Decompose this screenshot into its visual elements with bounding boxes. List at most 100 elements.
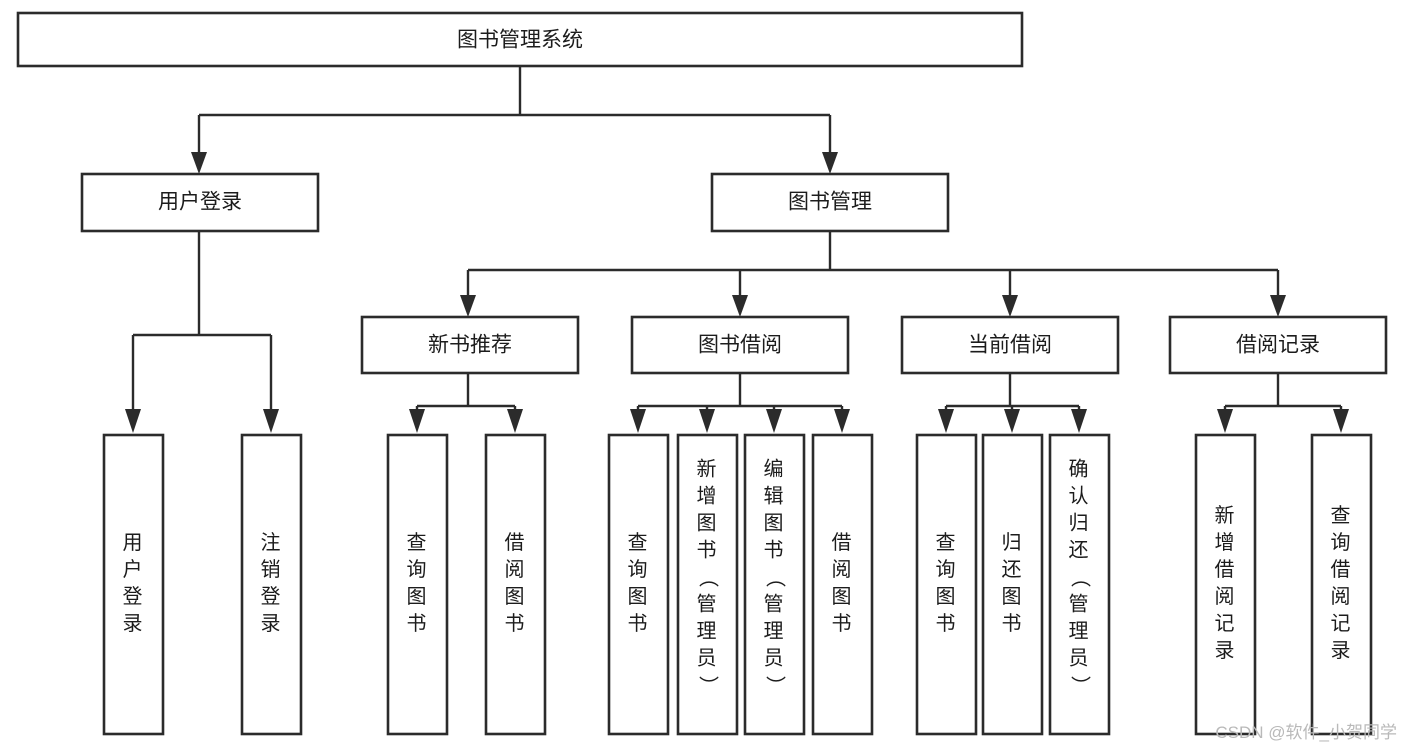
- svg-text:归: 归: [1069, 511, 1090, 534]
- svg-text:书: 书: [628, 612, 649, 635]
- arrow-head-leaf-query-record: [1333, 409, 1349, 433]
- node-borrow-record[interactable]: 借阅记录: [1168, 315, 1388, 375]
- svg-text:确: 确: [1069, 457, 1090, 480]
- svg-text:理: 理: [1069, 620, 1090, 642]
- node-leaf-user-login-box[interactable]: [102, 433, 165, 736]
- svg-text:书: 书: [832, 612, 853, 635]
- svg-text:图: 图: [407, 586, 428, 608]
- node-leaf-borrow-book-2-box[interactable]: [811, 433, 874, 736]
- svg-text:还: 还: [1002, 558, 1023, 581]
- svg-text:登: 登: [123, 585, 144, 608]
- node-leaf-query-book-1-box[interactable]: [386, 433, 449, 736]
- svg-text:录: 录: [1215, 640, 1236, 662]
- node-root[interactable]: 图书管理系统: [16, 11, 1024, 68]
- svg-text:管: 管: [1069, 592, 1090, 615]
- svg-text:归: 归: [1002, 531, 1023, 554]
- arrow-head-book-manage: [822, 152, 838, 174]
- node-leaf-edit-book-box[interactable]: [743, 433, 806, 736]
- node-book-manage-label: 图书管理: [788, 191, 872, 214]
- node-leaf-query-book-2-box[interactable]: [607, 433, 670, 736]
- node-book-manage[interactable]: 图书管理: [710, 172, 950, 233]
- svg-text:销: 销: [261, 558, 282, 581]
- svg-text:询: 询: [936, 558, 957, 581]
- svg-text:借: 借: [505, 531, 526, 554]
- node-new-book-recommend-box[interactable]: [360, 315, 580, 375]
- node-leaf-add-record-box[interactable]: [1194, 433, 1257, 736]
- node-book-manage-box[interactable]: [710, 172, 950, 233]
- node-current-borrow-box[interactable]: [900, 315, 1120, 375]
- svg-text:增: 增: [1215, 531, 1236, 554]
- node-book-borrow-label: 图书借阅: [698, 334, 782, 357]
- arrow-head-leaf-borrow-book-1: [507, 409, 523, 433]
- arrow-head-current-borrow: [1002, 295, 1018, 317]
- svg-text:（: （: [697, 568, 720, 589]
- svg-text:阅: 阅: [1331, 585, 1352, 608]
- node-new-book-recommend[interactable]: 新书推荐: [360, 315, 580, 375]
- svg-text:阅: 阅: [1215, 585, 1236, 608]
- arrow-head-user-login: [191, 152, 207, 174]
- svg-text:图: 图: [936, 586, 957, 608]
- node-leaf-user-login[interactable]: 用户登录: [102, 433, 165, 736]
- svg-text:（: （: [764, 568, 787, 589]
- node-book-borrow[interactable]: 图书借阅: [630, 315, 850, 375]
- arrow-head-leaf-query-book-3: [938, 409, 954, 433]
- svg-text:用: 用: [123, 532, 144, 554]
- arrow-head-leaf-return-book: [1004, 409, 1020, 433]
- svg-text:注: 注: [261, 531, 282, 554]
- node-leaf-query-book-3-box[interactable]: [915, 433, 978, 736]
- svg-text:查: 查: [407, 531, 428, 554]
- node-root-box[interactable]: [16, 11, 1024, 68]
- arrow-head-leaf-add-book: [699, 409, 715, 433]
- svg-text:图: 图: [505, 586, 526, 608]
- node-leaf-borrow-book-1-box[interactable]: [484, 433, 547, 736]
- svg-text:询: 询: [1331, 531, 1352, 554]
- node-leaf-return-book-box[interactable]: [981, 433, 1044, 736]
- node-leaf-query-record-box[interactable]: [1310, 433, 1373, 736]
- node-user-login-box[interactable]: [80, 172, 320, 233]
- node-leaf-confirm-return-box[interactable]: [1048, 433, 1111, 736]
- svg-text:阅: 阅: [832, 558, 853, 581]
- svg-text:员: 员: [764, 647, 785, 669]
- node-leaf-add-book-box[interactable]: [676, 433, 739, 736]
- arrow-head-borrow-record: [1270, 295, 1286, 317]
- svg-text:理: 理: [697, 620, 718, 642]
- svg-text:书: 书: [936, 612, 957, 635]
- node-book-borrow-box[interactable]: [630, 315, 850, 375]
- node-borrow-record-box[interactable]: [1168, 315, 1388, 375]
- svg-text:图: 图: [832, 586, 853, 608]
- svg-text:管: 管: [764, 592, 785, 615]
- svg-text:借: 借: [832, 531, 853, 554]
- svg-text:理: 理: [764, 620, 785, 642]
- svg-text:图: 图: [1002, 586, 1023, 608]
- svg-text:）: ）: [764, 676, 787, 697]
- node-current-borrow[interactable]: 当前借阅: [900, 315, 1120, 375]
- arrow-head-leaf-user-login: [125, 409, 141, 433]
- svg-text:员: 员: [1069, 647, 1090, 669]
- node-user-login[interactable]: 用户登录: [80, 172, 320, 233]
- arrow-head-book-borrow: [732, 295, 748, 317]
- svg-text:户: 户: [123, 558, 144, 581]
- node-leaf-logout-login-box[interactable]: [240, 433, 303, 736]
- svg-text:）: ）: [697, 676, 720, 697]
